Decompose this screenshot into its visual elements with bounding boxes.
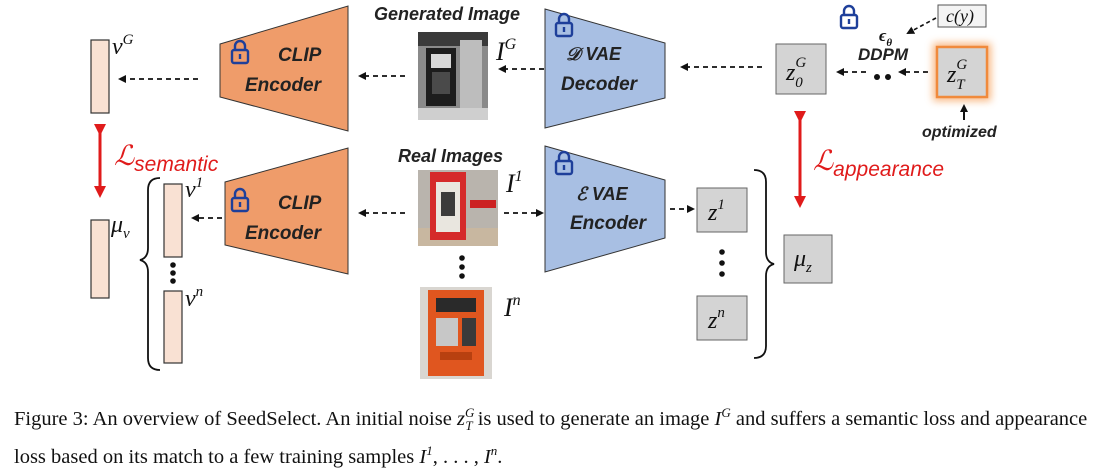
ellipsis-dot xyxy=(719,249,725,255)
generated-image-thumbnail xyxy=(418,32,488,120)
ellipsis-dot xyxy=(170,270,176,276)
ellipsis-dot xyxy=(170,262,176,268)
eps-label: ϵθ xyxy=(879,26,892,49)
seedselect-diagram: vG CLIP Encoder Generated Image IG 𝒟 VAE… xyxy=(90,4,998,379)
zn-label: zn xyxy=(707,305,725,334)
latent-mu-z xyxy=(783,234,833,284)
mu-v-label: μv xyxy=(110,212,130,242)
ddpm-dot xyxy=(885,74,891,80)
ellipsis-dot xyxy=(170,278,176,284)
IG-label: IG xyxy=(495,36,517,66)
vn-label: vn xyxy=(185,284,203,312)
vG-label: vG xyxy=(112,32,134,60)
ellipsis-dot xyxy=(719,260,725,266)
clip-encoder-top xyxy=(219,5,349,132)
figure-caption: Figure 3: An overview of SeedSelect. An … xyxy=(14,405,1088,468)
clip-bottom-label-1: CLIP xyxy=(278,193,322,214)
latent-z1 xyxy=(696,187,748,233)
z1-label: z1 xyxy=(707,197,725,226)
ddpm-dot xyxy=(874,74,880,80)
right-brace xyxy=(753,169,775,359)
latent-z0G xyxy=(775,43,827,95)
real-images-label: Real Images xyxy=(398,146,503,166)
In-label: In xyxy=(503,292,521,322)
clip-top-label-1: CLIP xyxy=(278,45,322,66)
generated-image-label: Generated Image xyxy=(374,4,520,24)
condition-label: c(y) xyxy=(946,6,974,27)
arrow-condition-to-eps xyxy=(906,17,937,34)
vector-vG xyxy=(90,39,110,114)
mu-z-label: μz xyxy=(793,246,812,276)
vector-v1 xyxy=(163,183,183,258)
ellipsis-dot xyxy=(459,264,465,270)
vector-vn xyxy=(163,290,183,364)
condition-box xyxy=(937,4,987,28)
ddpm-label: DDPM xyxy=(858,45,909,64)
clip-bottom-label-2: Encoder xyxy=(245,223,323,244)
ellipsis-dot xyxy=(459,255,465,261)
vae-encoder xyxy=(544,145,666,273)
I1-label: I1 xyxy=(505,168,523,198)
vae-encoder-label-1: ℰ VAE xyxy=(576,184,629,204)
left-brace xyxy=(139,177,161,371)
v1-label: v1 xyxy=(185,175,203,203)
lock-icon xyxy=(839,4,859,30)
clip-top-label-2: Encoder xyxy=(245,75,323,96)
clip-encoder-bottom xyxy=(224,147,349,275)
vae-decoder-label-2: Decoder xyxy=(561,74,639,95)
vae-decoder-label-1: 𝒟 VAE xyxy=(566,44,622,64)
ellipsis-dot xyxy=(719,271,725,277)
vector-mu-v xyxy=(90,219,110,299)
appearance-loss-label: ℒappearance xyxy=(813,145,944,181)
semantic-loss-label: ℒsemantic xyxy=(114,140,219,176)
vae-decoder xyxy=(544,8,666,129)
vae-encoder-label-2: Encoder xyxy=(570,213,648,234)
real-image-thumbnail xyxy=(418,170,498,246)
latent-zn xyxy=(696,295,748,341)
real-image-thumbnail xyxy=(420,287,492,379)
ellipsis-dot xyxy=(459,273,465,279)
latent-zTG xyxy=(935,45,989,99)
optimized-label: optimized xyxy=(922,124,998,141)
